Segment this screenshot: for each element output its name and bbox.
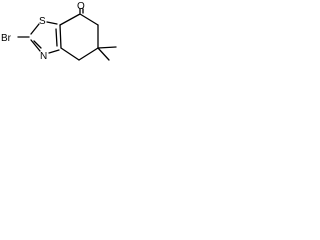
bond-c3a-c7a-inner xyxy=(55,28,58,47)
atom-sulfur: S xyxy=(39,16,46,27)
bond-c2-s xyxy=(30,23,40,35)
bond-c2-n-outer xyxy=(30,39,41,52)
atom-nitrogen: N xyxy=(40,51,47,62)
bond-c2-n-inner xyxy=(33,40,42,49)
bond-n-c3a xyxy=(48,49,60,54)
bond-c3a-c7a-outer xyxy=(59,24,62,49)
bond-c4-c3a xyxy=(60,47,80,61)
atom-bromine: Br xyxy=(1,33,12,44)
bond-c5-methyl-down xyxy=(97,47,110,61)
bond-s-c7a xyxy=(46,21,58,25)
bond-c7-c6 xyxy=(79,13,99,26)
bond-c7a-c7 xyxy=(59,13,81,26)
chemical-structure: Br S N O xyxy=(1,1,117,62)
atom-labels: Br S N O xyxy=(1,1,85,62)
atom-oxygen: O xyxy=(77,1,85,12)
bond-c5-methyl-right xyxy=(97,46,117,49)
bond-c5-c4 xyxy=(78,47,99,61)
bonds xyxy=(17,8,117,61)
